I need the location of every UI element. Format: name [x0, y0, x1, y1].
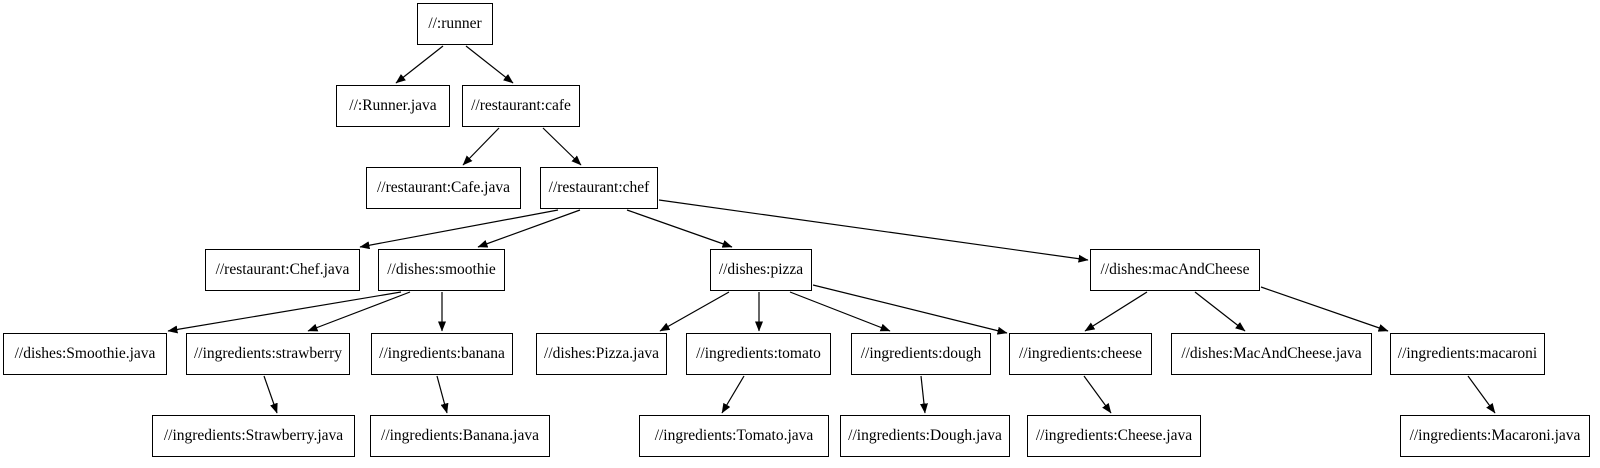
node-label: //dishes:macAndCheese [1100, 261, 1250, 279]
graph-node-tomato-java[interactable]: //ingredients:Tomato.java [639, 415, 829, 457]
graph-node-cheese[interactable]: //ingredients:cheese [1009, 333, 1152, 375]
graph-node-smoothie-java[interactable]: //dishes:Smoothie.java [3, 333, 167, 375]
graph-node-chef[interactable]: //restaurant:chef [540, 167, 658, 209]
graph-node-runner[interactable]: //:runner [417, 3, 493, 45]
graph-node-runner-java[interactable]: //:Runner.java [336, 85, 450, 127]
node-label: //ingredients:Banana.java [381, 427, 539, 445]
node-label: //dishes:smoothie [387, 261, 496, 279]
graph-node-cafe-java[interactable]: //restaurant:Cafe.java [366, 167, 521, 209]
node-label: //dishes:MacAndCheese.java [1181, 345, 1362, 363]
node-label: //dishes:pizza [718, 261, 804, 279]
node-label: //ingredients:Cheese.java [1035, 427, 1193, 445]
node-label: //dishes:Pizza.java [544, 345, 659, 363]
node-label: //ingredients:strawberry [193, 345, 343, 363]
graph-node-cafe[interactable]: //restaurant:cafe [462, 85, 580, 127]
graph-node-mac-and-cheese[interactable]: //dishes:macAndCheese [1090, 249, 1260, 291]
graph-node-strawberry-java[interactable]: //ingredients:Strawberry.java [152, 415, 355, 457]
node-label: //ingredients:Tomato.java [654, 427, 814, 445]
graph-node-strawberry[interactable]: //ingredients:strawberry [186, 333, 350, 375]
graph-node-tomato[interactable]: //ingredients:tomato [686, 333, 831, 375]
node-label: //ingredients:Macaroni.java [1409, 427, 1581, 445]
graph-node-macaroni[interactable]: //ingredients:macaroni [1390, 333, 1545, 375]
node-label: //ingredients:Dough.java [848, 427, 1002, 445]
node-label: //restaurant:Cafe.java [377, 179, 510, 197]
node-label: //ingredients:tomato [696, 345, 821, 363]
node-label: //:Runner.java [349, 97, 437, 115]
node-label: //:runner [428, 15, 482, 33]
node-label: //ingredients:macaroni [1397, 345, 1538, 363]
node-label: //ingredients:cheese [1018, 345, 1143, 363]
node-label: //ingredients:dough [860, 345, 982, 363]
node-label: //ingredients:banana [379, 345, 505, 363]
graph-node-pizza[interactable]: //dishes:pizza [710, 249, 812, 291]
graph-node-chef-java[interactable]: //restaurant:Chef.java [205, 249, 360, 291]
node-label: //ingredients:Strawberry.java [163, 427, 344, 445]
node-label: //restaurant:Chef.java [215, 261, 350, 279]
node-label: //restaurant:chef [548, 179, 650, 197]
node-label: //restaurant:cafe [471, 97, 571, 115]
graph-node-dough[interactable]: //ingredients:dough [851, 333, 991, 375]
graph-node-dough-java[interactable]: //ingredients:Dough.java [840, 415, 1010, 457]
graph-node-mac-cheese-java[interactable]: //dishes:MacAndCheese.java [1171, 333, 1372, 375]
graph-node-macaroni-java[interactable]: //ingredients:Macaroni.java [1400, 415, 1590, 457]
graph-node-banana[interactable]: //ingredients:banana [371, 333, 513, 375]
graph-node-pizza-java[interactable]: //dishes:Pizza.java [536, 333, 667, 375]
graph-node-cheese-java[interactable]: //ingredients:Cheese.java [1027, 415, 1201, 457]
graph-node-banana-java[interactable]: //ingredients:Banana.java [370, 415, 550, 457]
node-label: //dishes:Smoothie.java [14, 345, 156, 363]
graph-node-smoothie[interactable]: //dishes:smoothie [378, 249, 505, 291]
